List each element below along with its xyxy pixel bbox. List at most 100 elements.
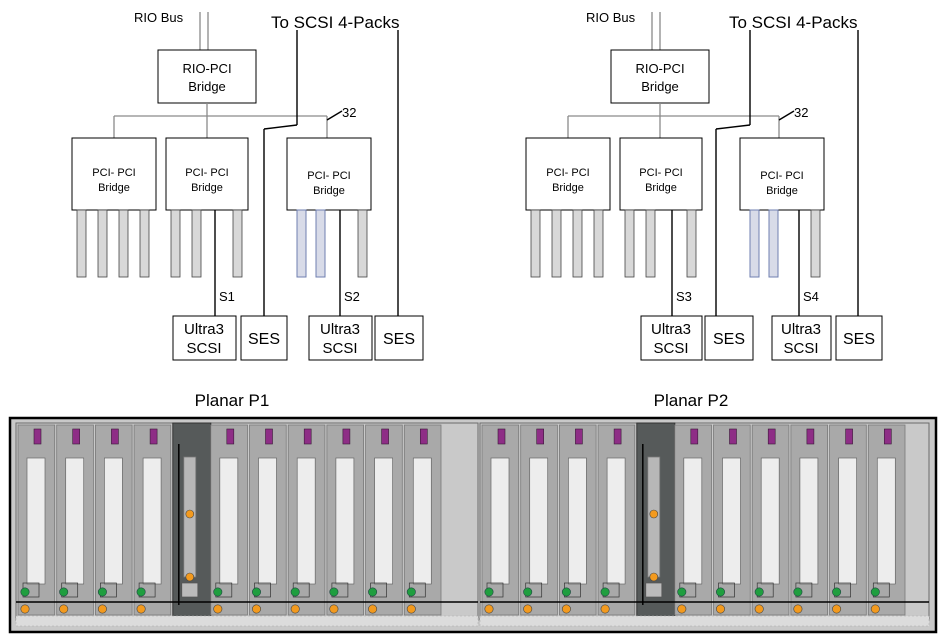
slot-latch	[419, 428, 428, 445]
slot-latch	[381, 428, 389, 445]
pci-slot-bar	[76, 209, 87, 278]
ses-label: SES	[383, 331, 415, 348]
status-led-orange	[832, 604, 842, 614]
slot-window	[335, 457, 355, 585]
planar-edge-strip	[15, 615, 479, 627]
slot-latch	[613, 428, 622, 445]
slot-window	[258, 457, 277, 585]
slot-window	[838, 457, 857, 585]
slot-window	[529, 457, 549, 585]
pci-bridge-1-line1: PCI- PCI	[92, 167, 135, 179]
ultra3-line1: Ultra3	[320, 321, 360, 338]
slot-window	[876, 457, 896, 585]
scsi-link-label-s4: S4	[803, 289, 819, 304]
slot-latch	[806, 428, 815, 445]
status-led-orange	[870, 604, 880, 614]
pci-slot-bar	[170, 209, 181, 278]
pci-slot-bar	[624, 209, 635, 278]
rio-pci-bridge-line2: Bridge	[188, 79, 226, 94]
status-led-orange	[523, 604, 533, 614]
slot-window	[142, 457, 162, 585]
slot-latch	[729, 428, 737, 445]
status-led-orange	[252, 604, 262, 614]
pci-slot-bar-blue	[296, 209, 307, 278]
slot-latch	[883, 428, 892, 445]
pci-slot-bar	[686, 209, 697, 278]
status-led-orange	[185, 572, 195, 582]
width-leader	[778, 110, 795, 121]
slot-window	[104, 457, 123, 585]
status-led-orange	[185, 509, 195, 519]
slot-latch	[72, 428, 80, 445]
rio-pci-bridge-line1: RIO-PCI	[182, 61, 231, 76]
pci-slot-bar-blue	[315, 209, 326, 278]
slot-window	[296, 457, 316, 585]
planar-p2-label: Planar P2	[654, 391, 729, 410]
pci-slot-bar-blue	[768, 209, 779, 278]
pci-bridge-box-3	[286, 137, 372, 211]
status-led-green	[561, 587, 571, 597]
pci-bridge-2-line2: Bridge	[645, 182, 677, 194]
status-led-green	[59, 587, 69, 597]
slot-latch	[226, 428, 235, 445]
status-led-orange	[649, 509, 659, 519]
planar-p1-label: Planar P1	[195, 391, 270, 410]
ultra3-scsi-box	[640, 315, 703, 361]
slot-window	[568, 457, 587, 585]
status-led-green	[406, 587, 416, 597]
slot-window	[374, 457, 393, 585]
status-led-orange	[484, 604, 494, 614]
pci-bridge-1-line2: Bridge	[552, 182, 584, 194]
status-led-orange	[406, 604, 416, 614]
status-led-orange	[59, 604, 69, 614]
slot-window	[760, 457, 780, 585]
bus-width-label: 32	[342, 105, 356, 120]
pci-bridge-box-1	[71, 137, 157, 211]
slot-window	[799, 457, 819, 585]
pci-bridge-box-3	[739, 137, 825, 211]
slot-window	[606, 457, 626, 585]
slot-window	[219, 457, 239, 585]
slot-latch	[111, 428, 119, 445]
ses-label: SES	[248, 331, 280, 348]
pci-slot-bar	[97, 209, 108, 278]
ses-box	[374, 315, 424, 361]
status-led-green	[484, 587, 494, 597]
width-leader	[326, 110, 343, 121]
status-led-orange	[677, 604, 687, 614]
planar-edge-strip	[479, 615, 930, 627]
pci-slot-bar	[357, 209, 368, 278]
pci-slot-bar	[572, 209, 583, 278]
status-led-green	[832, 587, 842, 597]
pci-bridge-3-line2: Bridge	[766, 185, 798, 197]
ultra3-line2: SCSI	[653, 340, 688, 357]
pci-slot-bar	[551, 209, 562, 278]
slot-latch	[342, 428, 351, 445]
rio-bus-label: RIO Bus	[586, 10, 636, 25]
status-led-green	[20, 587, 30, 597]
status-led-green	[252, 587, 262, 597]
pci-slot-bar	[139, 209, 150, 278]
pci-slot-bar	[530, 209, 541, 278]
ultra3-scsi-box	[771, 315, 832, 361]
slot-window	[490, 457, 510, 585]
ses-label: SES	[713, 331, 745, 348]
status-led-green	[329, 587, 339, 597]
status-led-orange	[754, 604, 764, 614]
ses-label: SES	[843, 331, 875, 348]
rio-pci-bridge-line2: Bridge	[641, 79, 679, 94]
to-scsi-label: To SCSI 4-Packs	[729, 13, 858, 32]
rio-pci-bridge-line1: RIO-PCI	[635, 61, 684, 76]
pci-bridge-3-line1: PCI- PCI	[307, 170, 350, 182]
slot-latch	[767, 428, 776, 445]
connector-block	[645, 582, 663, 598]
pci-bridge-2-line2: Bridge	[191, 182, 223, 194]
bridge-diagram-left: RIO Bus To SCSI 4-Packs RIO-PCI Bridge 3…	[71, 10, 424, 361]
ultra3-line1: Ultra3	[781, 321, 821, 338]
status-led-orange	[793, 604, 803, 614]
slot-latch	[575, 428, 583, 445]
status-led-orange	[213, 604, 223, 614]
connector-block	[181, 582, 199, 598]
to-scsi-label: To SCSI 4-Packs	[271, 13, 400, 32]
slot-window	[65, 457, 85, 585]
